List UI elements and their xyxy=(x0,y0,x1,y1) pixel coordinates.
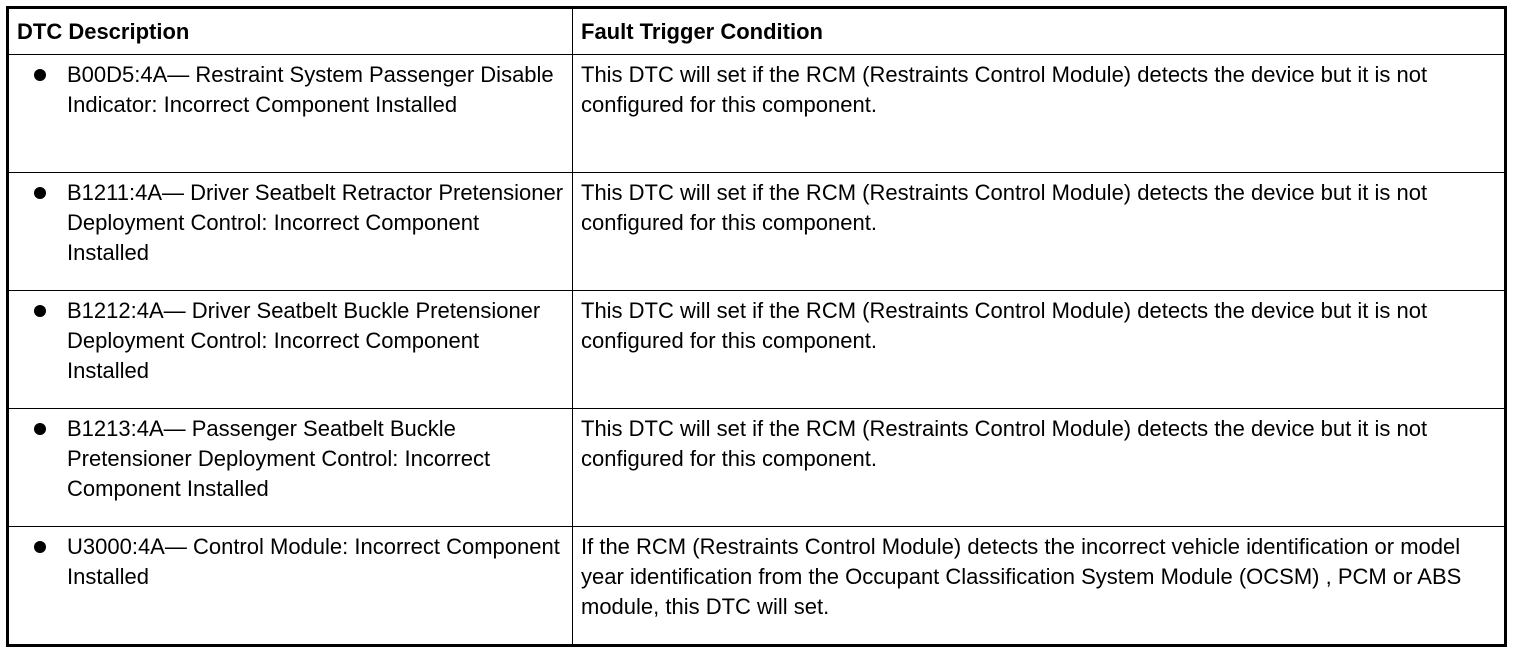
table-row: B1213:4A— Passenger Seatbelt Buckle Pret… xyxy=(7,408,1506,527)
table-row: B00D5:4A— Restraint System Passenger Dis… xyxy=(7,54,1506,173)
bullet-dot-icon xyxy=(34,541,46,553)
fault-condition-cell: If the RCM (Restraints Control Module) d… xyxy=(572,526,1506,646)
dtc-description-cell: B00D5:4A— Restraint System Passenger Dis… xyxy=(7,54,573,173)
bullet-dot-icon xyxy=(34,423,46,435)
bullet-dot-icon xyxy=(34,69,46,81)
header-dtc-description: DTC Description xyxy=(7,7,573,55)
fault-condition-cell: This DTC will set if the RCM (Restraints… xyxy=(572,172,1506,291)
table-row: U3000:4A— Control Module: Incorrect Comp… xyxy=(7,526,1506,646)
table-row: B1212:4A— Driver Seatbelt Buckle Pretens… xyxy=(7,290,1506,409)
table-row: B1211:4A— Driver Seatbelt Retractor Pret… xyxy=(7,172,1506,291)
dtc-description-text: B1213:4A— Passenger Seatbelt Buckle Pret… xyxy=(67,416,491,501)
bullet-dot-icon xyxy=(34,305,46,317)
fault-condition-cell: This DTC will set if the RCM (Restraints… xyxy=(572,54,1506,173)
bullet-dot-icon xyxy=(34,187,46,199)
dtc-description-text: B1211:4A— Driver Seatbelt Retractor Pret… xyxy=(67,180,564,265)
dtc-description-text: B00D5:4A— Restraint System Passenger Dis… xyxy=(67,62,554,117)
dtc-description-text: U3000:4A— Control Module: Incorrect Comp… xyxy=(67,534,560,589)
dtc-description-text: B1212:4A— Driver Seatbelt Buckle Pretens… xyxy=(67,298,541,383)
fault-condition-cell: This DTC will set if the RCM (Restraints… xyxy=(572,290,1506,409)
fault-condition-cell: This DTC will set if the RCM (Restraints… xyxy=(572,408,1506,527)
dtc-table: DTC Description Fault Trigger Condition … xyxy=(6,6,1507,647)
dtc-description-cell: B1211:4A— Driver Seatbelt Retractor Pret… xyxy=(7,172,573,291)
dtc-description-cell: U3000:4A— Control Module: Incorrect Comp… xyxy=(7,526,573,646)
header-fault-trigger-condition: Fault Trigger Condition xyxy=(572,7,1506,55)
dtc-description-cell: B1212:4A— Driver Seatbelt Buckle Pretens… xyxy=(7,290,573,409)
dtc-description-cell: B1213:4A— Passenger Seatbelt Buckle Pret… xyxy=(7,408,573,527)
table-header-row: DTC Description Fault Trigger Condition xyxy=(7,7,1506,55)
